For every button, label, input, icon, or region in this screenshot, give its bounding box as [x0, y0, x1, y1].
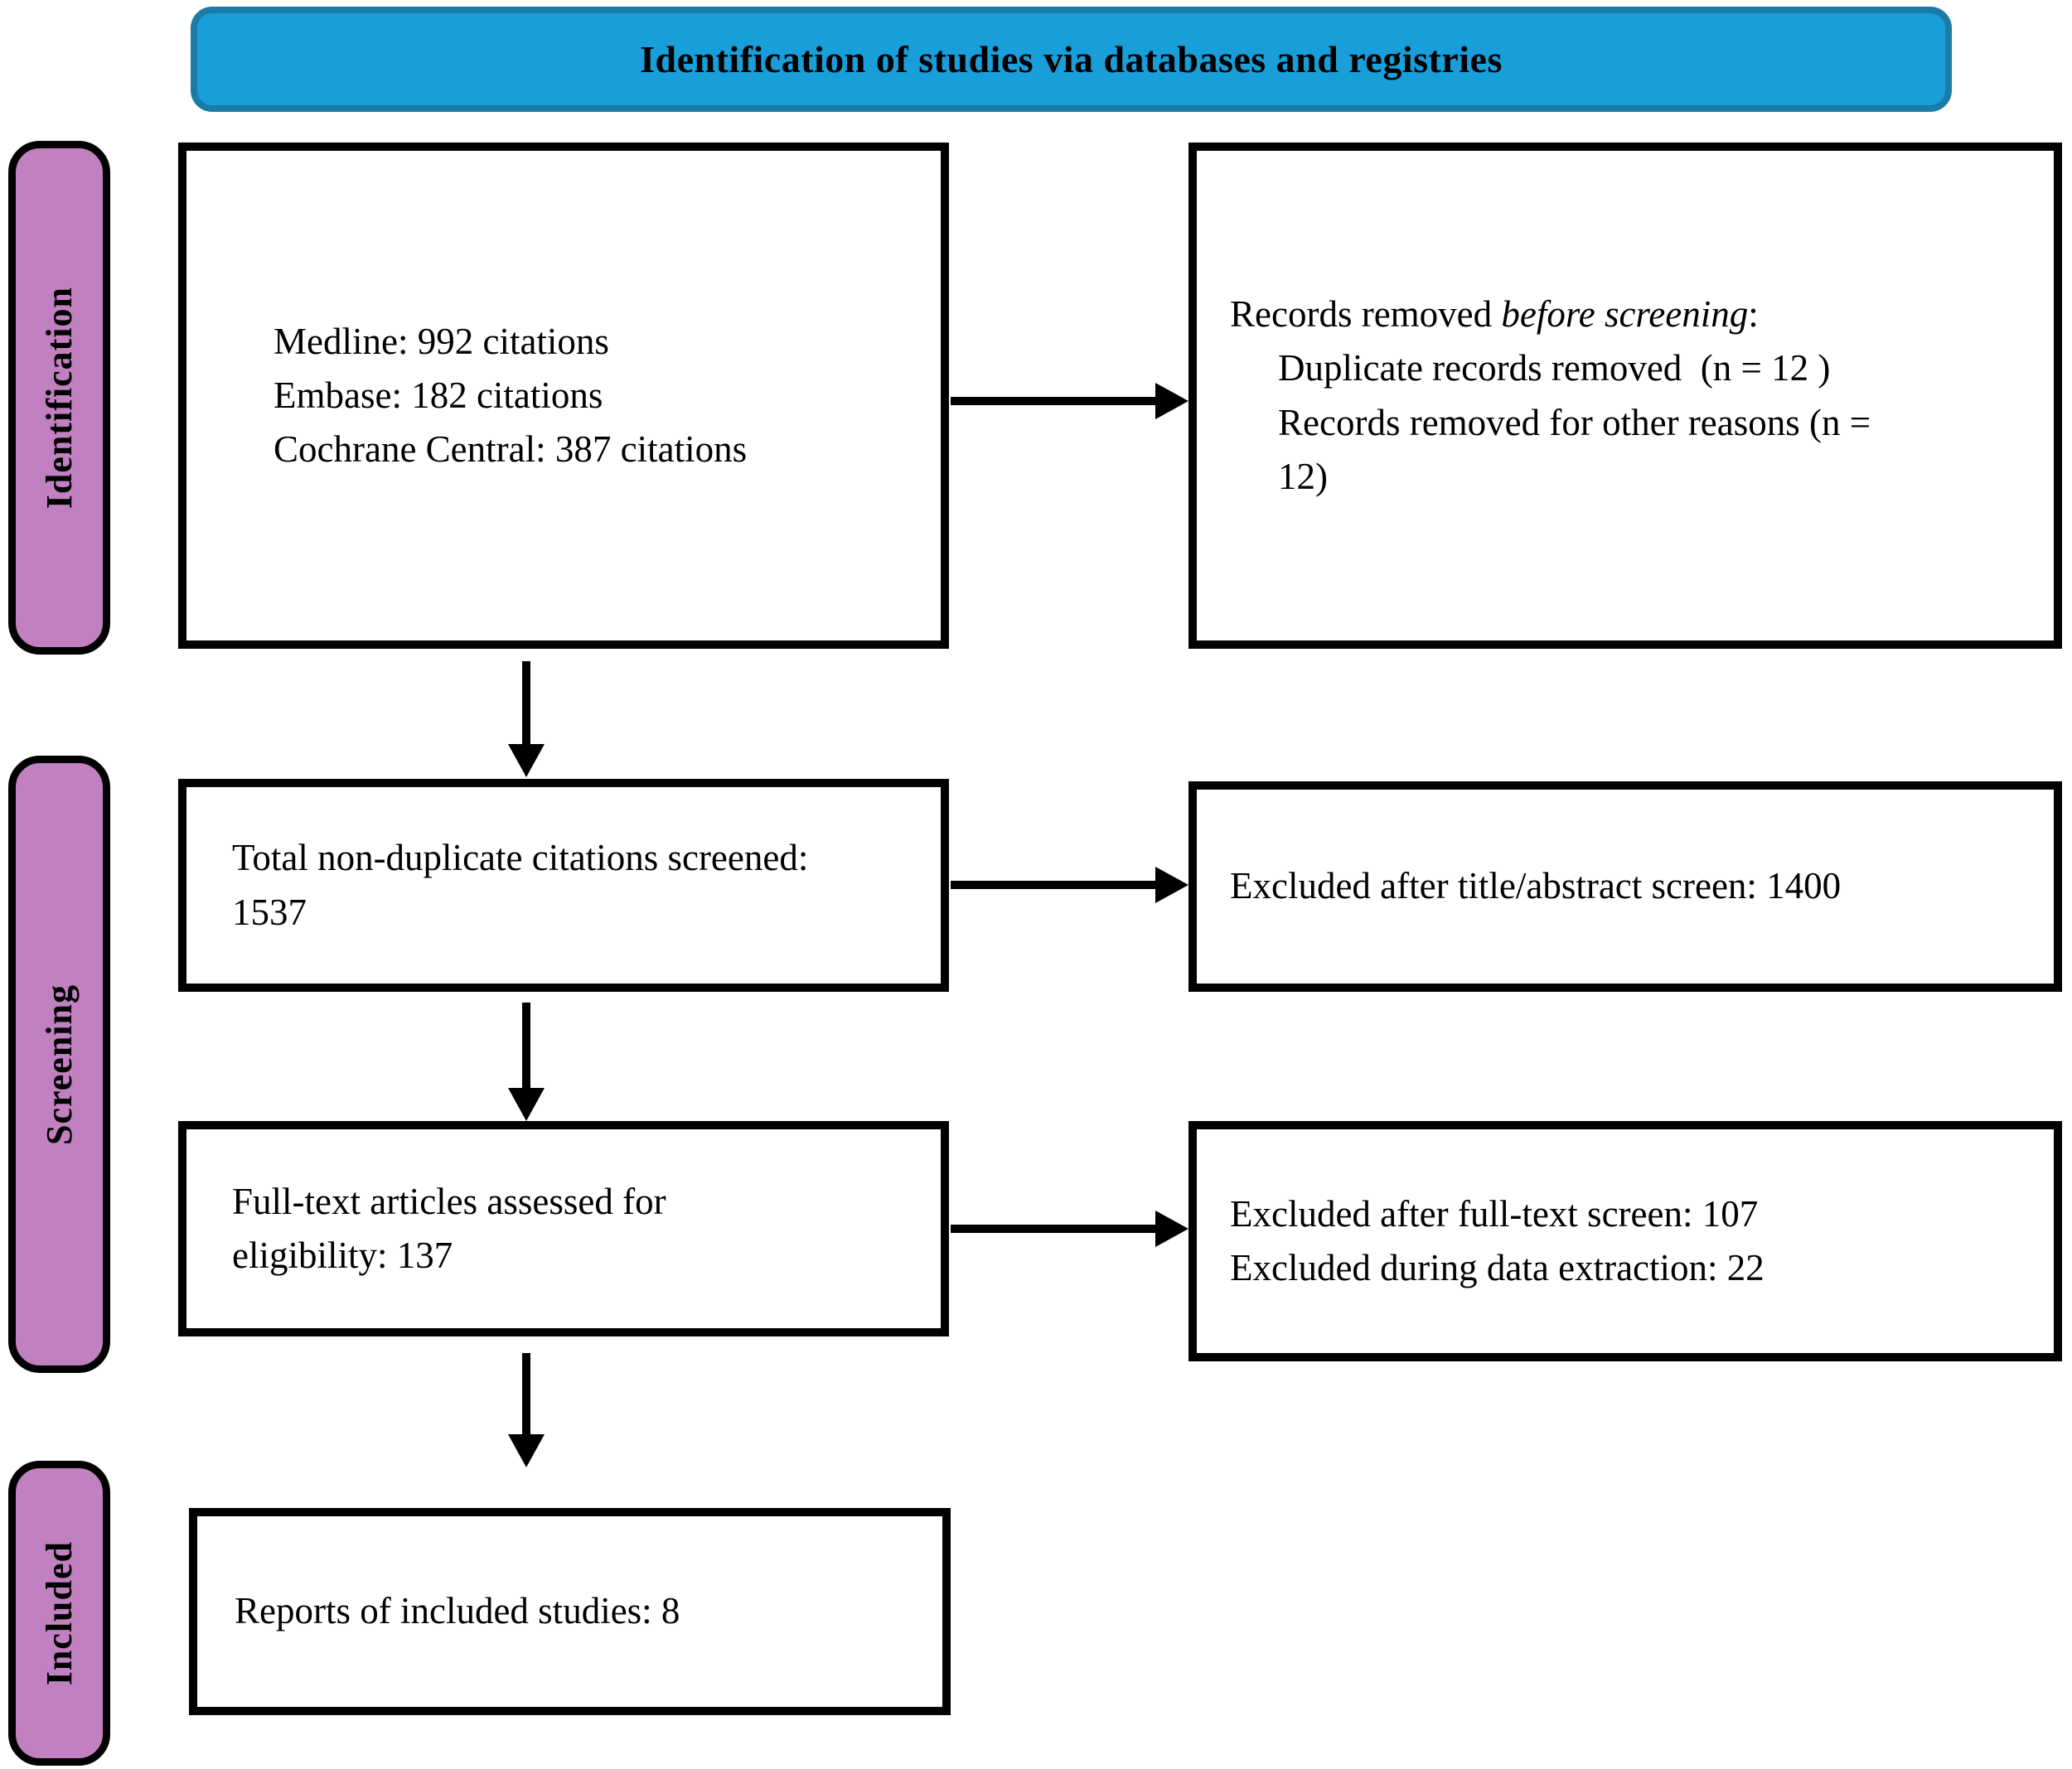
arrow-sources-to-screened [508, 661, 545, 777]
arrow-shaft [951, 1225, 1155, 1233]
arrow-right-head-icon [1155, 383, 1188, 419]
arrow-shaft [522, 661, 530, 744]
box-included-reports: Reports of included studies: 8 [189, 1508, 951, 1715]
excluded-fulltext-line: Excluded after full-text screen: 107 [1230, 1192, 1759, 1235]
arrow-shaft [522, 1353, 530, 1434]
fulltext-assessed-text: Full-text articles assessed for eligibil… [232, 1180, 666, 1276]
records-removed-intro: Records removed before screening: [1230, 288, 2054, 341]
box-records-removed-before-screening: Records removed before screening: Duplic… [1188, 143, 2062, 649]
excluded-data-extraction-line: Excluded during data extraction: 22 [1230, 1247, 1765, 1288]
arrow-down-head-icon [508, 1088, 545, 1121]
excluded-title-abstract-text: Excluded after title/abstract screen: 14… [1230, 865, 1842, 907]
records-removed-intro-suffix: : [1748, 293, 1759, 335]
banner-identification-of-studies: Identification of studies via databases … [191, 7, 1952, 112]
included-reports-text: Reports of included studies: 8 [235, 1590, 680, 1632]
records-removed-other-reasons: Records removed for other reasons (n = 1… [1278, 401, 1881, 497]
arrow-shaft [522, 1003, 530, 1088]
arrow-fulltext-to-excluded-fulltext [951, 1211, 1188, 1247]
box-database-sources: Medline: 992 citations Embase: 182 citat… [178, 143, 949, 649]
arrow-down-head-icon [508, 1434, 545, 1467]
box-total-screened: Total non-duplicate citations screened: … [178, 779, 949, 992]
box-excluded-title-abstract: Excluded after title/abstract screen: 14… [1188, 781, 2062, 992]
source-line-cochrane: Cochrane Central: 387 citations [274, 428, 748, 471]
source-line-embase: Embase: 182 citations [274, 374, 603, 416]
stage-label-included: Included [8, 1461, 110, 1766]
arrow-shaft [951, 397, 1155, 405]
arrow-right-head-icon [1155, 1211, 1188, 1247]
stage-label-identification-text: Identification [39, 286, 80, 510]
stage-label-screening: Screening [8, 756, 110, 1373]
stage-label-identification: Identification [8, 141, 110, 655]
stage-label-screening-text: Screening [39, 984, 80, 1145]
stage-label-included-text: Included [39, 1540, 80, 1686]
source-line-medline: Medline: 992 citations [274, 320, 609, 362]
records-removed-duplicates: Duplicate records removed (n = 12 ) [1278, 347, 1831, 389]
arrow-screened-to-excluded-title [951, 867, 1188, 903]
banner-title: Identification of studies via databases … [640, 38, 1503, 80]
box-fulltext-assessed: Full-text articles assessed for eligibil… [178, 1121, 949, 1336]
arrow-right-head-icon [1155, 867, 1188, 903]
total-screened-text: Total non-duplicate citations screened: … [232, 837, 809, 933]
records-removed-intro-prefix: Records removed [1230, 293, 1502, 335]
arrow-shaft [951, 881, 1155, 889]
records-removed-intro-italic: before screening [1501, 293, 1749, 335]
box-excluded-fulltext: Excluded after full-text screen: 107 Exc… [1188, 1121, 2062, 1361]
arrow-sources-to-removed [951, 383, 1188, 419]
arrow-down-head-icon [508, 744, 545, 777]
arrow-fulltext-to-included [508, 1353, 545, 1467]
arrow-screened-to-fulltext [508, 1003, 545, 1121]
